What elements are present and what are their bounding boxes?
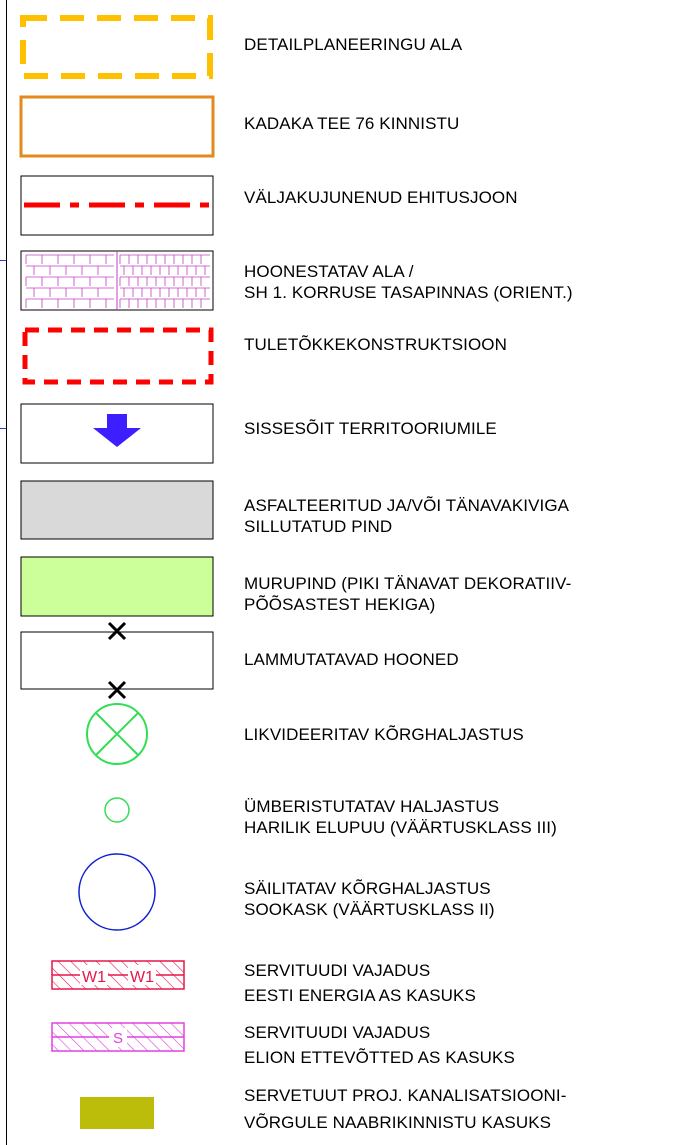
legend-label-servitude-s: SERVITUUDI VAJADUS ELION ETTEVÕTTED AS K… [244, 1023, 515, 1067]
building-line-symbol [20, 175, 214, 236]
servitude-s-symbol: S [51, 1022, 185, 1052]
legend-label-building-area: HOONESTATAV ALA / SH 1. KORRUSE TASAPINN… [244, 262, 573, 302]
legend-label-removed-trees: LIKVIDEERITAV KÕRGHALJASTUS [244, 725, 524, 744]
legend-label-paved: ASFALTEERITUD JA/VÕI TÄNAVAKIVIGA SILLUT… [244, 496, 570, 536]
detailplan-area-symbol [20, 15, 213, 79]
preserved-tree-symbol [78, 853, 156, 931]
w1-code-label: W1 [130, 969, 154, 986]
legend-label-property: KADAKA TEE 76 KINNISTU [244, 114, 460, 133]
sewer-servitude-symbol [80, 1097, 154, 1129]
s-code-label: S [113, 1030, 123, 1047]
entrance-arrow-symbol [20, 403, 214, 464]
lawn-surface-symbol [20, 556, 214, 617]
w1-code-label: W1 [82, 969, 106, 986]
fire-barrier-symbol [22, 327, 214, 385]
legend-label-building-line: VÄLJAKUJUNENUD EHITUSJOON [244, 188, 518, 207]
legend-label-servitude-w1: SERVITUUDI VAJADUS EESTI ENERGIA AS KASU… [244, 961, 476, 1005]
demolition-symbol [20, 621, 214, 700]
legend-label-lawn: MURUPIND (PIKI TÄNAVAT DEKORATIIV- PÕÕSA… [244, 574, 572, 614]
legend-label-entrance: SISSESÕIT TERRITOORIUMILE [244, 419, 497, 438]
legend-label-sewer-servitude: SERVETUUT PROJ. KANALISATSIOONI- VÕRGULE… [244, 1086, 567, 1132]
replant-tree-symbol [104, 797, 130, 823]
legend-label-fire-barrier: TULETÕKKEKONSTRUKTSIOON [244, 335, 508, 354]
legend-label-preserved: SÄILITATAV KÕRGHALJASTUS SOOKASK (VÄÄRTU… [244, 879, 495, 919]
servitude-w1-symbol: W1 W1 [51, 960, 185, 990]
frame-border-line [6, 0, 7, 1145]
legend-label-replant: ÜMBERISTUTATAV HALJASTUS HARILIK ELUPUU … [244, 797, 557, 837]
legend-label-demolition: LAMMUTATAVAD HOONED [244, 650, 459, 669]
building-area-hatch-symbol [20, 250, 214, 311]
removed-tree-symbol [86, 703, 148, 765]
frame-tick-mark [0, 260, 6, 261]
paved-surface-symbol [20, 480, 214, 540]
property-boundary-symbol [19, 95, 215, 158]
legend-label-detailplan: DETAILPLANEERINGU ALA [244, 35, 463, 54]
frame-tick-mark [0, 428, 6, 429]
